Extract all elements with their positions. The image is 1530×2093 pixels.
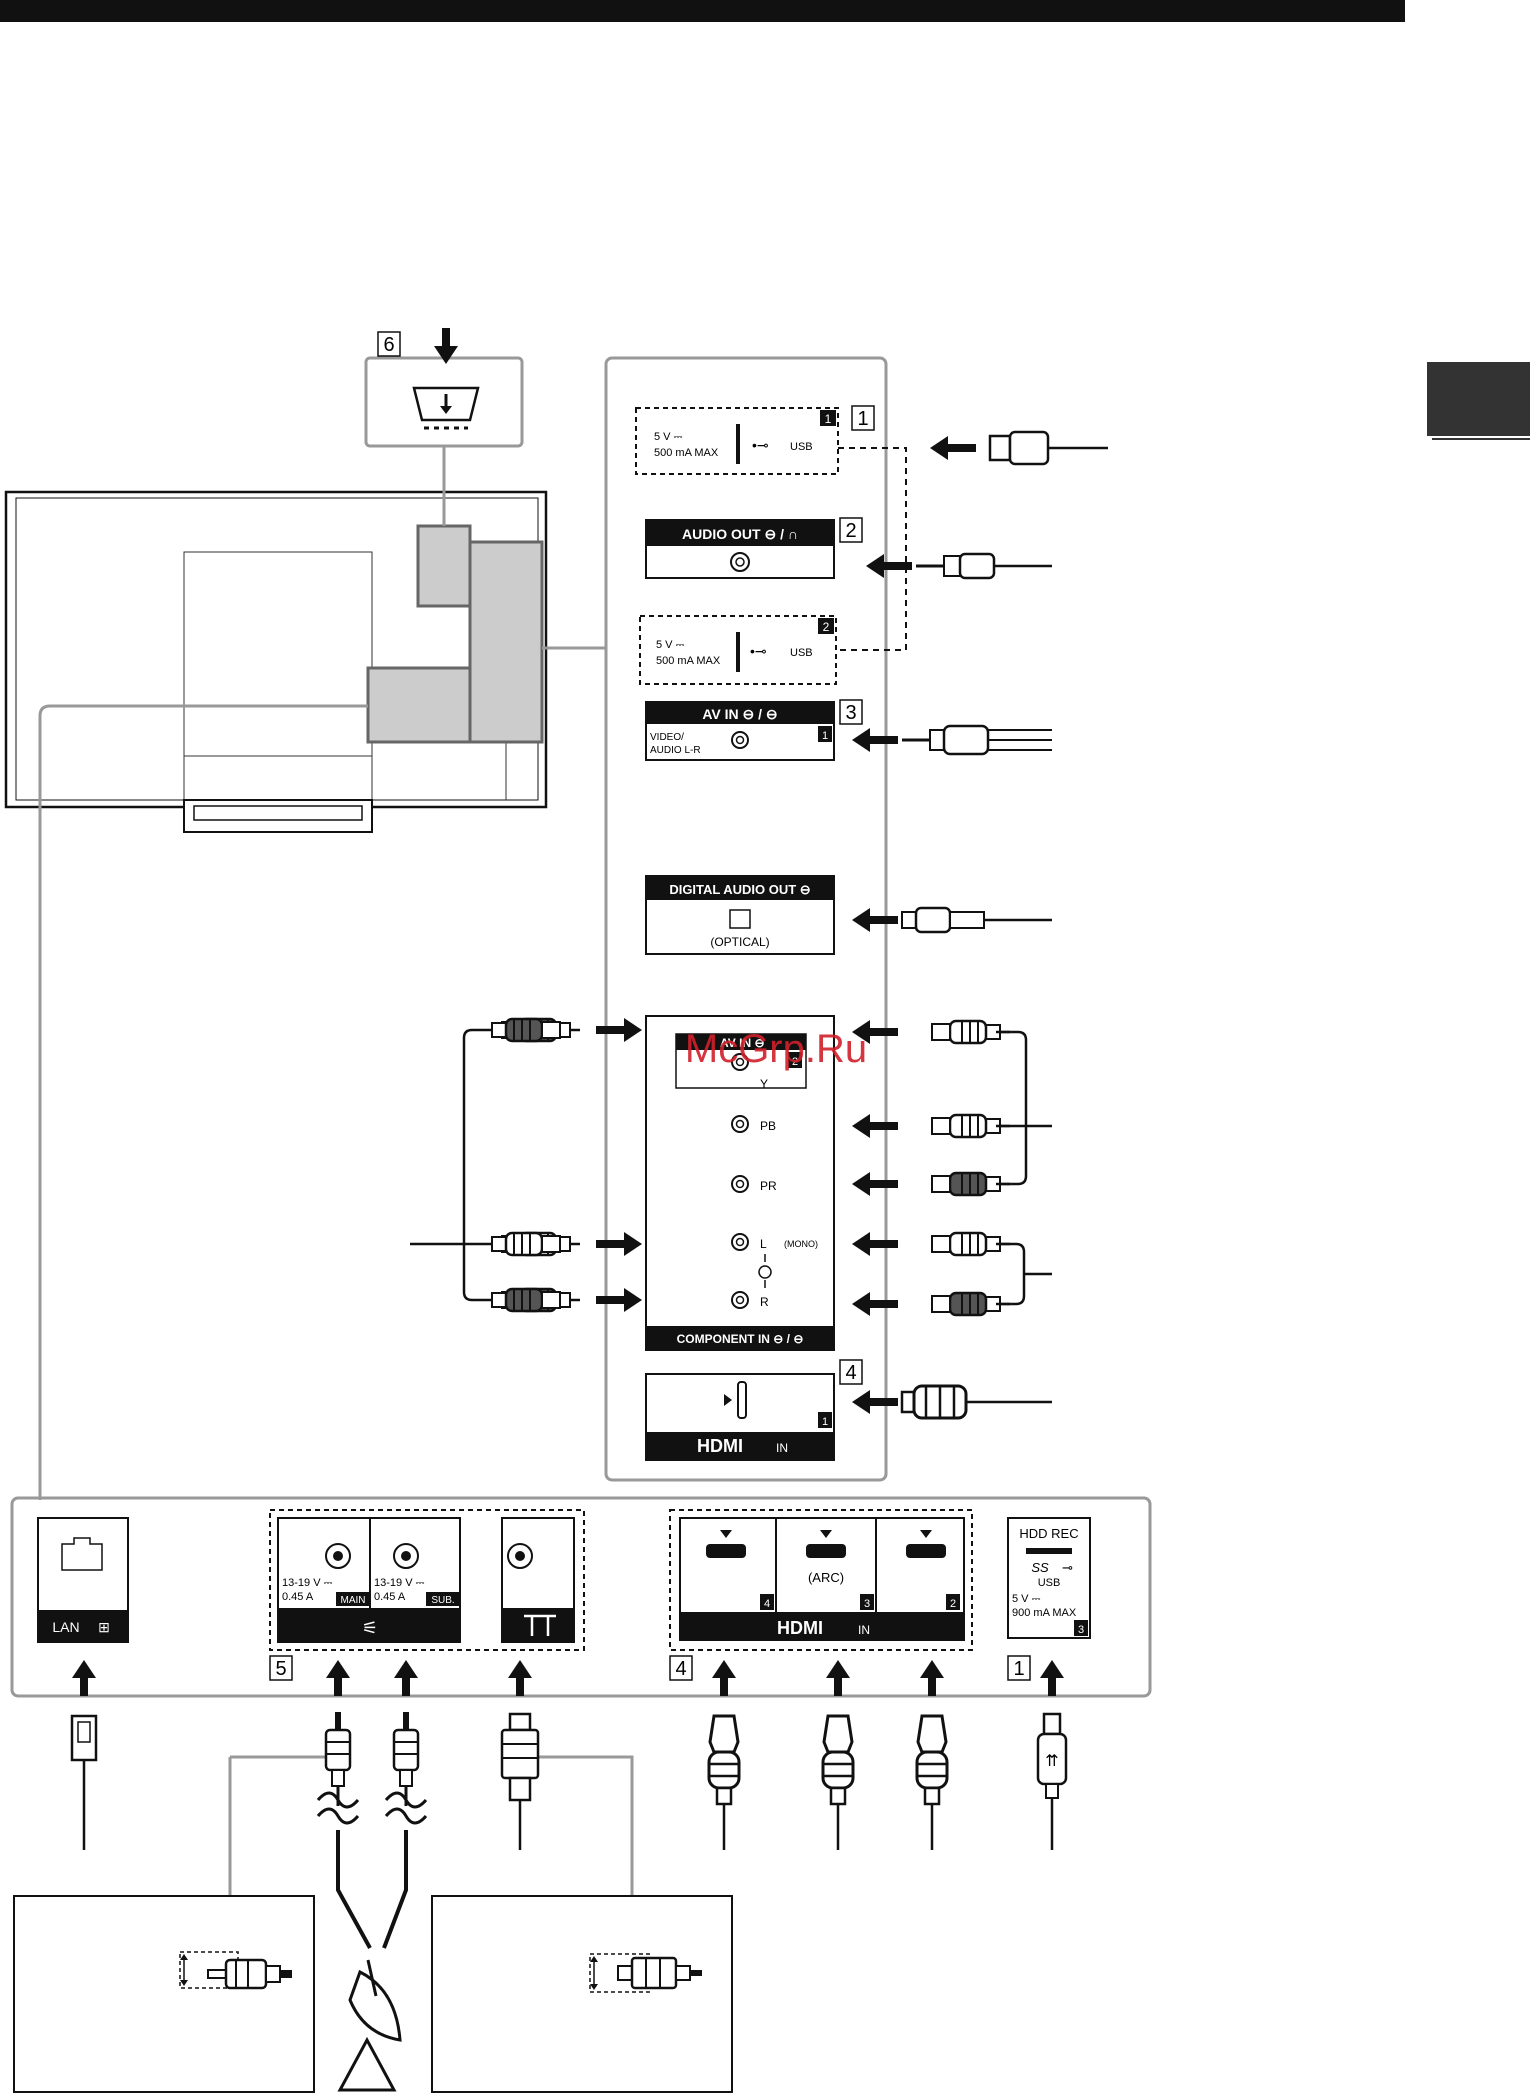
usb2-label: USB — [790, 647, 813, 659]
usb2-port: 2 5 V ⎓ 500 mA MAX •⊸ USB — [639, 615, 837, 685]
arc-label: (ARC) — [808, 1570, 844, 1585]
hdmi4-badge: 4 — [764, 1598, 770, 1610]
av-in-sub2: AUDIO L-R — [650, 745, 701, 756]
hdmi-row-in: IN — [858, 1623, 870, 1637]
hdd-usb-label: USB — [1038, 1577, 1061, 1589]
optical-label: (OPTICAL) — [710, 935, 769, 949]
usb1-badge: 1 — [825, 412, 832, 426]
hdmi2-badge: 2 — [950, 1598, 956, 1610]
hdd-badge: 3 — [1078, 1624, 1084, 1636]
hdd-spec2: 900 mA MAX — [1012, 1607, 1077, 1619]
usb2-spec1: 5 V ⎓ — [656, 639, 685, 651]
hdd-rec-title: HDD REC — [1019, 1526, 1078, 1541]
callout-1b: 1 — [1013, 1658, 1024, 1680]
audio-out-label: AUDIO OUT ⊖ / ∩ — [682, 526, 798, 542]
superspeed-icon: SS — [1031, 1560, 1049, 1575]
usb-plug-icon: ⇈ — [1045, 1753, 1058, 1770]
digital-audio-out-port: DIGITAL AUDIO OUT ⊖ (OPTICAL) — [645, 875, 835, 955]
usb2-spec2: 500 mA MAX — [656, 655, 721, 667]
watermark: McGrp.Ru — [685, 1027, 867, 1071]
hdmi1-in: IN — [776, 1441, 788, 1455]
audio-out-port: AUDIO OUT ⊖ / ∩ 2 — [645, 517, 863, 579]
component-r: R — [760, 1295, 769, 1309]
satellite-dish-icon: ⚟ — [362, 1618, 378, 1638]
usb1-spec2: 500 mA MAX — [654, 447, 719, 459]
usb1-label: USB — [790, 441, 813, 453]
plug-detail-left — [13, 1895, 315, 2093]
usb3-trident-icon: ⊸ — [1062, 1560, 1073, 1575]
component-pb: PB — [760, 1119, 776, 1133]
satellite-ports: 13-19 V ⎓ 0.45 A MAIN 13-19 V ⎓ 0.45 A S… — [269, 1509, 585, 1681]
hdmi1-port: HDMI IN 1 4 — [645, 1359, 863, 1461]
usb1-trident-icon: •⊸ — [752, 437, 769, 453]
plug-detail-right — [431, 1895, 733, 2093]
left-cables — [410, 1017, 642, 1313]
hdmi-row-ports: (ARC) 4 3 2 HDMI IN 4 — [669, 1509, 973, 1681]
bottom-panel-frame — [10, 1496, 1152, 1698]
callout-2: 2 — [845, 520, 856, 542]
satellite-dish — [337, 1959, 402, 2092]
section-tab — [1427, 362, 1530, 436]
lan-port: LAN ⊞ — [37, 1517, 129, 1643]
top-bar — [0, 0, 1405, 22]
callout-1: 1 — [857, 408, 868, 430]
sat-main-tag: MAIN — [341, 1595, 366, 1606]
usb-dashed-link — [838, 447, 907, 651]
component-y: Y — [760, 1077, 768, 1091]
sat-sub-spec2: 0.45 A — [374, 1591, 406, 1603]
usb2-badge: 2 — [823, 620, 830, 634]
av-in-label: AV IN ⊖ / ⊖ — [702, 706, 777, 722]
item6-callout: 6 — [364, 328, 524, 448]
component-badge: 2 — [792, 1056, 798, 1068]
hdmi3-badge: 3 — [864, 1598, 870, 1610]
sat-sub-tag: SUB. — [431, 1595, 454, 1606]
hdmi-row-logo: HDMI — [777, 1618, 823, 1638]
component-in-footer: COMPONENT IN ⊖ / ⊖ — [677, 1332, 804, 1346]
sat-sub-spec1: 13-19 V ⎓ — [374, 1577, 425, 1589]
sat-main-spec2: 0.45 A — [282, 1591, 314, 1603]
component-l: L — [760, 1237, 767, 1251]
usb2-trident-icon: •⊸ — [750, 643, 767, 659]
tv-rear-view — [4, 490, 548, 833]
callout-6: 6 — [383, 334, 394, 356]
digital-audio-out-label: DIGITAL AUDIO OUT ⊖ — [669, 882, 810, 897]
component-pr: PR — [760, 1179, 777, 1193]
bottom-cables: ⇈ — [70, 1660, 1068, 2092]
callout-4b: 4 — [675, 1658, 686, 1680]
usb1-port: 1 5 V ⎓ 500 mA MAX •⊸ USB 1 — [635, 405, 875, 475]
network-icon: ⊞ — [98, 1619, 110, 1635]
usb1-spec1: 5 V ⎓ — [654, 431, 683, 443]
leader-lines — [38, 446, 634, 1896]
lan-label: LAN — [52, 1619, 79, 1635]
av-in1-port: AV IN ⊖ / ⊖ 1 VIDEO/ AUDIO L-R 3 — [645, 699, 863, 761]
component-in-port: AV IN ⊖ 2 Y PB PR L (MONO) R COMPONENT I… — [645, 1015, 835, 1351]
hdd-rec-port: HDD REC SS ⊸ USB 5 V ⎓ 900 mA MAX 3 1 — [1007, 1517, 1091, 1681]
av-in-sub1: VIDEO/ — [650, 732, 684, 743]
callout-5: 5 — [275, 1658, 286, 1680]
callout-4a: 4 — [845, 1362, 856, 1384]
component-mono: (MONO) — [784, 1239, 818, 1249]
right-cables — [852, 430, 1108, 1420]
hdd-spec1: 5 V ⎓ — [1012, 1593, 1041, 1605]
callout-3: 3 — [845, 702, 856, 724]
component-av-in-label: AV IN ⊖ — [720, 1036, 765, 1050]
hdmi1-badge: 1 — [822, 1416, 828, 1428]
section-tab-rule — [1432, 438, 1530, 440]
hdmi1-logo: HDMI — [697, 1436, 743, 1456]
sat-main-spec1: 13-19 V ⎓ — [282, 1577, 333, 1589]
antenna-icon — [524, 1614, 556, 1636]
av-in-badge: 1 — [822, 730, 828, 742]
